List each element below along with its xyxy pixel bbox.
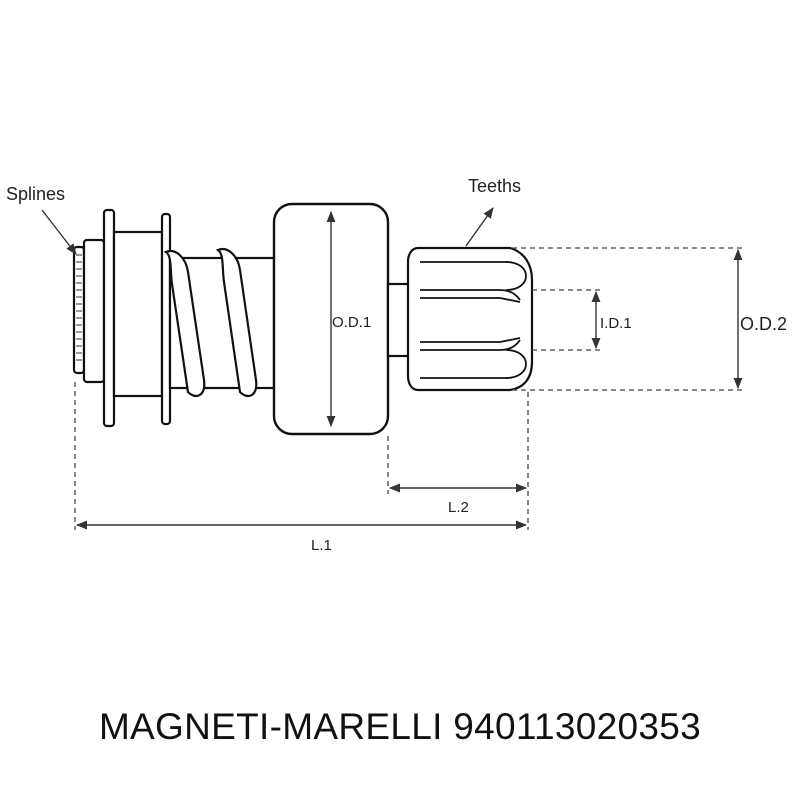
hub-body bbox=[112, 230, 164, 398]
hub-collar bbox=[82, 238, 106, 384]
gear-outline bbox=[406, 246, 534, 392]
part-number: 940113020353 bbox=[453, 706, 702, 747]
spring-coil-2 bbox=[215, 248, 258, 398]
extension-lines bbox=[74, 247, 744, 530]
spline-hatching bbox=[76, 254, 82, 361]
hub-flange-right bbox=[160, 212, 172, 426]
brand-name: MAGNETI-MARELLI bbox=[98, 706, 443, 747]
spring-coil-1 bbox=[163, 250, 206, 398]
l2-label: L.2 bbox=[448, 499, 469, 516]
l1-label: L.1 bbox=[311, 537, 332, 554]
teeths-leader bbox=[465, 207, 494, 247]
gear-teeth-lines bbox=[420, 261, 527, 379]
hub-flange-left bbox=[102, 208, 116, 428]
spline-hub bbox=[72, 208, 172, 428]
teeths-label: Teeths bbox=[468, 176, 521, 196]
spline-face bbox=[72, 245, 86, 375]
pinion-gear bbox=[406, 246, 534, 392]
splines-leader bbox=[41, 209, 77, 255]
splines-label: Splines bbox=[6, 184, 65, 204]
id1-label: I.D.1 bbox=[600, 315, 632, 332]
dimension-lines bbox=[75, 210, 743, 530]
od2-label: O.D.2 bbox=[740, 314, 787, 334]
od1-label: O.D.1 bbox=[332, 314, 371, 331]
leader-lines bbox=[41, 207, 494, 255]
spring-sleeve bbox=[163, 248, 276, 398]
product-caption: MAGNETI-MARELLI 940113020353 bbox=[0, 706, 800, 748]
shaft bbox=[386, 282, 412, 358]
